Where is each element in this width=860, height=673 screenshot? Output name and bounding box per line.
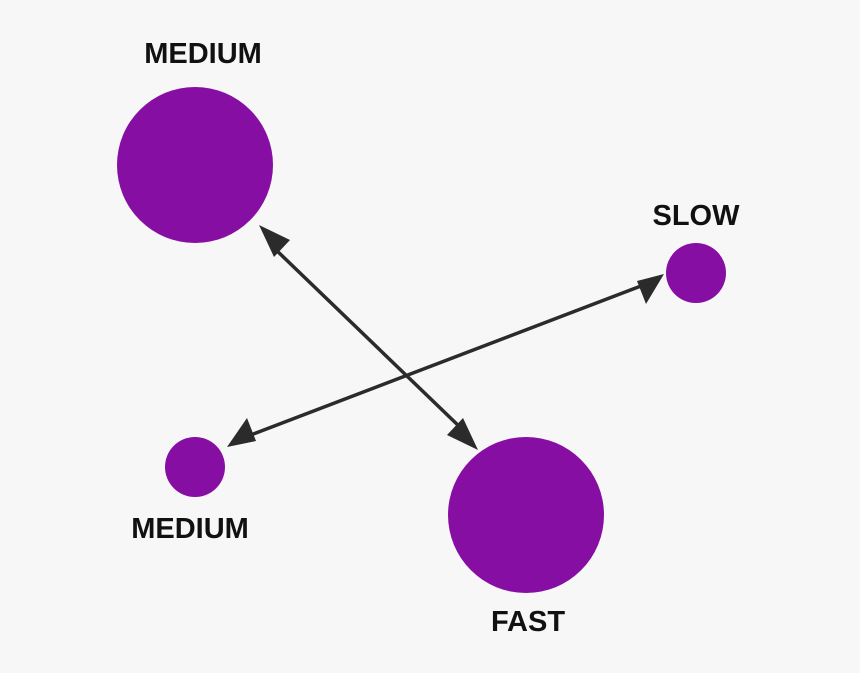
node-bottom-center-circle xyxy=(448,437,604,593)
node-top-left-circle xyxy=(117,87,273,243)
node-right-label: SLOW xyxy=(653,200,741,232)
node-right-circle xyxy=(666,243,726,303)
arrowhead-fast xyxy=(447,418,478,450)
arrowhead-top-left xyxy=(259,225,290,257)
node-bottom-center-label: FAST xyxy=(491,606,565,638)
arrowhead-bottom-left xyxy=(227,418,256,447)
node-top-left-label: MEDIUM xyxy=(144,38,262,70)
node-bottom-left-circle xyxy=(165,437,225,497)
node-bottom-left-label: MEDIUM xyxy=(131,513,249,545)
connector-top-left-to-fast xyxy=(271,245,465,432)
connector-medium-to-slow xyxy=(247,284,642,438)
arrowhead-slow xyxy=(637,274,664,304)
